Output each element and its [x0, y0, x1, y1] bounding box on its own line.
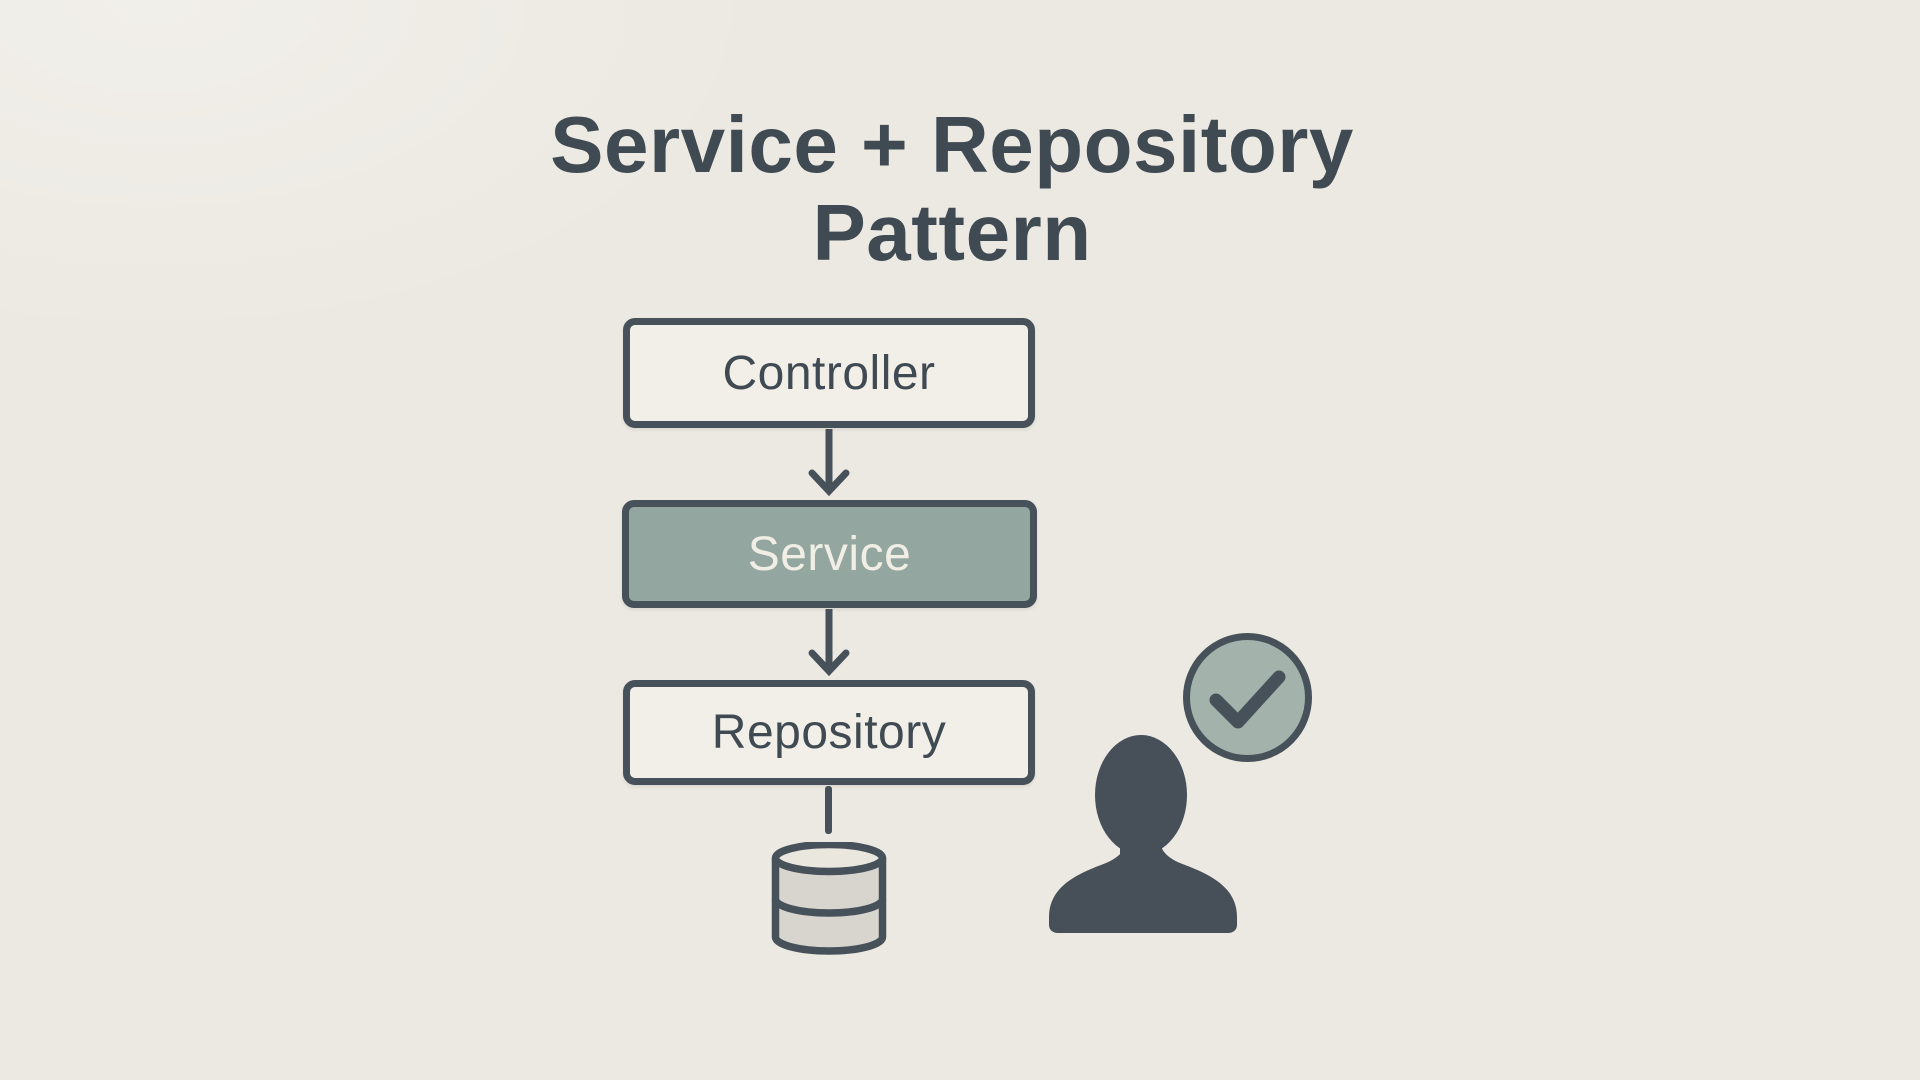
- database-band: [771, 898, 887, 917]
- page-title: Service + Repository Pattern: [0, 101, 1904, 277]
- repository-node: Repository: [623, 680, 1035, 785]
- user-shoulders: [1049, 840, 1237, 933]
- controller-node-label: Controller: [722, 346, 936, 400]
- controller-node: Controller: [623, 318, 1035, 428]
- repository-node-label: Repository: [711, 706, 947, 759]
- arrow-down-icon: [808, 609, 850, 677]
- service-node-label: Service: [747, 527, 912, 581]
- page-title-line-1: Service + Repository: [550, 100, 1354, 189]
- page-title-line-2: Pattern: [812, 188, 1092, 277]
- check-mark: [1209, 670, 1286, 729]
- arrow-down-icon: [808, 429, 850, 497]
- check-circle-icon: [1183, 633, 1312, 762]
- user-silhouette-icon: [1049, 735, 1237, 933]
- repository-to-database-connector: [825, 786, 832, 834]
- check-circle-ring: [1183, 633, 1312, 762]
- database-body: [771, 858, 887, 955]
- service-node: Service: [622, 500, 1037, 608]
- database-top-rim: [771, 842, 887, 876]
- user-head: [1095, 735, 1187, 855]
- database-cylinder-icon: [771, 842, 887, 955]
